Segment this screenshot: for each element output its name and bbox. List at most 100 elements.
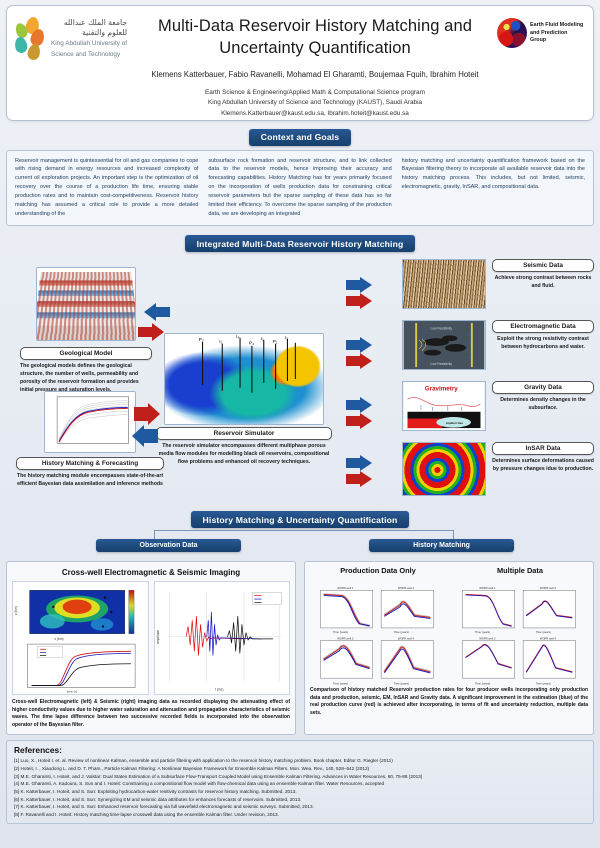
svg-text:x (km): x (km) [54,637,63,641]
kaust-logo: جامعة الملك عبدالله للعلوم والتقنية King… [13,12,133,62]
banner-integrated-multi-data: Integrated Multi-Data Reservoir History … [184,235,416,253]
affiliation-line-2: King Abdullah University of Science and … [207,99,423,107]
insar-data-label: InSAR Data [492,442,594,456]
kaust-arabic-line-2: للعلوم والتقنية [82,28,128,38]
gravity-data-text: Determines density changes in the subsur… [500,397,586,412]
svg-text:WOPR well 1: WOPR well 1 [337,587,354,591]
reference-item: [4] M.E. Gharamti, A. Kadoura, S. Sun an… [14,781,385,787]
history-matching-caption-block: History Matching & Forecasting The histo… [16,457,164,489]
arrow-to-electromagnetic-panel [346,337,372,370]
reservoir-simulator-label: Reservoir Simulator [156,427,332,441]
reservoir-simulator-caption-block: Reservoir Simulator The reservoir simula… [156,427,332,466]
geological-model-image [36,267,136,342]
kaust-english-line-2: Science and Technology [51,50,121,58]
arrow-to-gravity-panel [346,397,372,430]
banner-context-and-goals: Context and Goals [248,128,352,146]
svg-text:P₂: P₂ [199,337,204,343]
history-matching-label: History Matching & Forecasting [16,457,164,471]
em-label-top: Low Resistivity [431,327,453,331]
kaust-english-line-1: King Abdullah University of [51,40,128,48]
data-panel-seismic: Seismic Data Achieve strong contrast bet… [402,259,594,314]
seismic-trace-plot: t (ms) amplitude [154,582,289,695]
multiple-data-plot-grid: WOPR well 1 WOPR well 2 [452,584,588,689]
svg-text:Time (years): Time (years) [394,682,409,686]
integrated-diagram: Geological Model The geological models d… [6,255,594,505]
svg-text:WOPR well 4: WOPR well 4 [398,637,415,641]
geological-model-text: The geological models defines the geolog… [20,363,139,393]
svg-text:P₄: P₄ [249,341,254,347]
electromagnetic-thumbnail: Low Resistivity Low Resistivity [402,320,486,371]
data-panel-insar: InSAR Data Determines surface deformatio… [402,442,594,500]
context-column-2: subsurface rock formation and reservoir … [208,157,392,217]
em-resistivity-diagram: Low Resistivity Low Resistivity [403,321,485,370]
reference-item: [2] Hoteit, I. , Xiaodong L. and D. T. P… [14,766,370,772]
group-logo-line-3: Group [530,37,547,44]
seismic-thumbnail [402,259,486,310]
results-panels-row: Cross-well Electromagnetic & Seismic Ima… [6,561,594,736]
gravimetry-diagram: Gravimetry Aquifer/ Gas [403,382,485,431]
earth-fluid-modeling-group-logo: Earth Fluid Modeling and Prediction Grou… [497,12,585,48]
geological-model-caption-block: Geological Model The geological models d… [20,347,152,394]
reference-item: [6] K. Katterbauer, I. Hoteit, and S. Su… [14,796,302,802]
reference-item: [5] K. Katterbauer, I. Hoteit, and S. Su… [14,788,297,794]
sub-banner-observation-data: Observation Data [96,539,241,553]
seismic-data-text: Achieve strong contrast between rocks an… [494,275,592,290]
gravity-thumbnail: Gravimetry Aquifer/ Gas [402,381,486,432]
history-matching-plot-image [44,391,136,454]
kaust-logo-mark [13,15,47,62]
connector-line [154,530,454,540]
svg-text:amplitude: amplitude [156,630,160,644]
right-panel-title-multiple-data: Multiple Data [497,566,543,576]
electromagnetic-data-label: Electromagnetic Data [492,320,594,334]
sub-banner-history-matching: History Matching [369,539,514,553]
reference-item: [3] M.E. Gharamti, I. Hoteit, and J. Val… [14,773,423,779]
svg-text:I₁: I₁ [261,336,264,342]
arrow-to-insar-panel [346,455,372,488]
reference-item: [1] Luo, X., Hoteit I. et. al. Review of… [14,758,393,764]
em-imaging-plots: x (km) z (km) [12,581,149,696]
arrow-to-seismic-panel [346,277,372,310]
em-label-bottom: Low Resistivity [431,363,453,367]
gravity-data-label: Gravity Data [492,381,594,395]
arrow-simulator-to-history [132,403,160,448]
reservoir-simulator-text: The reservoir simulator encompasses diff… [158,443,330,465]
svg-text:WOPR well 4: WOPR well 4 [540,637,557,641]
page-title: Multi-Data Reservoir History Matching an… [157,17,473,57]
svg-text:Time (years): Time (years) [475,682,490,686]
group-logo-line-1: Earth Fluid Modeling [530,22,584,28]
sub-banner-row: Observation Data History Matching [6,530,594,560]
svg-text:z (km): z (km) [14,606,18,615]
affiliation-line-1: Earth Science & Engineering/Applied Math… [205,88,425,96]
svg-text:Time (years): Time (years) [333,631,348,635]
panel-history-matching-results: Production Data Only WOPR well 1 [304,561,594,736]
reference-item: [7] K. Katterbauer, I. Hoteit, and S. Su… [14,804,314,810]
section-references: References: [1] Luo, X., Hoteit I. et. a… [6,740,594,825]
contact-emails: Klemens.Katterbauer@kaust.edu.sa, Ibrahi… [221,109,409,117]
section-history-matching-uq: History Matching & Uncertainty Quantific… [6,510,594,736]
history-matching-text: The history matching module encompasses … [16,473,164,488]
data-type-panel-list: Seismic Data Achieve strong contrast bet… [402,259,594,506]
poster-header: جامعة الملك عبدالله للعلوم والتقنية King… [6,5,594,121]
svg-text:WOPR well 2: WOPR well 2 [398,587,415,591]
svg-text:Time (years): Time (years) [475,631,490,635]
author-list: Klemens Katterbauer, Fabio Ravanelli, Mo… [151,69,479,79]
arrow-geological-to-simulator [138,303,170,342]
svg-text:Time (years): Time (years) [536,682,551,686]
context-text-box: Reservoir management is quintessential f… [6,149,594,226]
left-panel-title: Cross-well Electromagnetic & Seismic Ima… [61,568,241,578]
svg-text:WOPR well 1: WOPR well 1 [479,587,496,591]
svg-text:Aquifer/ Gas: Aquifer/ Gas [446,421,463,425]
svg-text:I₂: I₂ [219,339,222,345]
svg-text:Time (years): Time (years) [394,631,409,635]
reference-item: [8] F. Ravanelli and I. Hoteit: History … [14,811,279,817]
group-logo-line-2: and Prediction [530,29,568,36]
data-panel-gravity: Gravimetry Aquifer/ Gas Gravity Data Det… [402,381,594,436]
svg-text:I₃: I₃ [284,335,287,341]
svg-text:WOPR well 3: WOPR well 3 [479,637,496,641]
right-panel-title-production-only: Production Data Only [340,566,416,576]
svg-text:time (s): time (s) [67,690,77,694]
section-context-and-goals: Context and Goals Reservoir management i… [6,127,594,226]
insar-thumbnail [402,442,486,497]
